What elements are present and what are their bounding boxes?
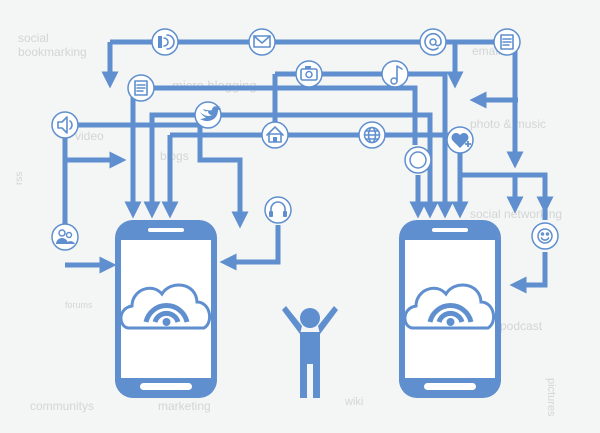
person-icon [282,306,338,398]
globe-icon [358,121,386,149]
watermark-forums: forums [65,300,93,310]
users-icon [51,223,79,251]
connector-camera-music [275,71,454,219]
watermark-social: social [18,31,49,45]
connector-speaker-tree [65,122,249,229]
notepad-icon [493,28,521,56]
at-sign-icon [419,28,447,56]
cloud-wifi-icon [119,283,212,330]
camera-icon [295,60,323,88]
connector-smiley [509,252,548,294]
connector-notepad-left-bus [140,85,418,145]
connectors [62,39,554,294]
watermark-networking: social networking [470,207,562,221]
connector-headphones [219,225,281,271]
phone-right [399,220,501,398]
watermark-communitys: communitys [30,399,94,413]
music-note-icon [381,60,409,88]
notepad-icon [127,74,155,102]
twitter-bird-icon [194,101,222,129]
email-icon [248,28,276,56]
speaker-icon [51,111,79,139]
watermark-rss: rss [14,172,25,185]
watermark-video: video [75,129,104,143]
home-icon [261,121,289,149]
watermark-marketing: marketing [158,399,211,413]
connector-twitter-left-phone [143,112,195,219]
connector-twitter-right-phone [220,112,439,219]
podcast-icon [151,28,179,56]
heart-plus-icon [446,126,474,154]
cloud-wifi-icon [403,283,496,330]
watermark-bookmarking: bookmarking [18,45,87,59]
watermark-blogs: blogs [160,149,189,163]
watermark-photo-music: photo & music [470,117,546,131]
smiley-icon [531,222,559,250]
watermark-podcast: podcast [500,319,543,333]
headphones-icon [264,196,292,224]
stream-icon [404,146,432,174]
watermark-email: email [472,44,501,58]
watermark-pictures: pictures [545,378,557,417]
watermark-wiki: wiki [344,396,363,408]
phone-left [115,220,217,398]
